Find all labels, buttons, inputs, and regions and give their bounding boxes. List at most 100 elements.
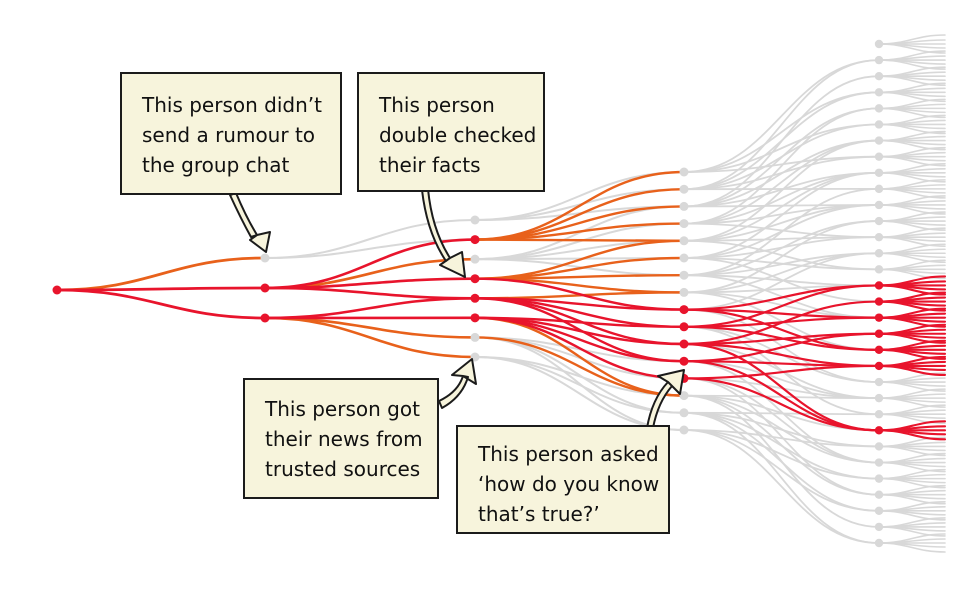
faded-branch: [683, 429, 880, 544]
arrow-group-chat: [229, 192, 271, 253]
faded-branch: [878, 188, 946, 199]
faded-branch: [878, 381, 946, 392]
faded-branch: [683, 411, 880, 416]
faded-branch: [683, 187, 880, 277]
person-node: [874, 506, 884, 516]
person-node: [679, 322, 689, 332]
faded-branch: [878, 171, 946, 183]
person-node: [470, 235, 480, 245]
faded-branch: [683, 429, 880, 480]
person-node: [874, 474, 884, 483]
spreading-branch: [877, 429, 947, 441]
spreading-branch: [682, 300, 881, 346]
spreading-branch: [877, 316, 947, 328]
person-node: [874, 345, 884, 355]
person-node: [470, 332, 480, 342]
spreading-branch: [877, 284, 947, 296]
callout-line: that’s true?’: [478, 502, 600, 526]
stopped-branch: [473, 205, 686, 241]
faded-branch: [878, 510, 946, 521]
faded-branch: [683, 222, 880, 239]
person-node: [874, 265, 884, 274]
faded-branch: [683, 139, 880, 225]
person-node: [874, 313, 884, 322]
stopped-branch: [473, 238, 686, 242]
person-node: [679, 219, 689, 229]
stopped-branch: [55, 256, 267, 292]
person-node: [874, 377, 884, 387]
spreading-branch: [877, 364, 947, 376]
faded-branch: [878, 397, 946, 408]
person-node: [874, 522, 884, 532]
person-node: [679, 201, 689, 211]
person-node: [874, 184, 884, 194]
person-node: [874, 168, 884, 177]
person-node: [679, 408, 689, 418]
faded-branch: [878, 461, 946, 473]
faded-branch: [878, 526, 946, 537]
callout-line: This person got: [265, 397, 420, 421]
person-node: [679, 391, 689, 401]
callout-line: This person: [379, 93, 495, 117]
callout-arrows: [229, 188, 685, 429]
person-node: [679, 305, 689, 315]
faded-branch: [683, 429, 880, 512]
person-node: [260, 253, 270, 263]
person-node: [470, 293, 480, 303]
faded-branch: [878, 477, 946, 489]
spreading-branch: [682, 284, 881, 328]
faded-branch: [878, 91, 946, 103]
spreading-branch: [682, 364, 881, 380]
faded-branch: [683, 220, 880, 277]
faded-branch: [878, 542, 946, 553]
faded-branch: [878, 107, 946, 119]
person-node: [874, 88, 884, 97]
person-node: [260, 313, 270, 323]
faded-branch: [683, 59, 880, 173]
faded-branch: [878, 139, 946, 151]
person-node: [679, 184, 689, 194]
person-node: [470, 313, 480, 323]
faded-branch: [878, 268, 946, 280]
person-node: [470, 215, 480, 225]
faded-branch: [683, 91, 880, 173]
person-node: [874, 104, 884, 113]
faded-branch: [683, 59, 880, 191]
faded-branch: [878, 413, 946, 425]
spreading-branches: [55, 238, 947, 441]
spreading-branch: [263, 238, 477, 290]
person-node: [874, 249, 884, 258]
faded-branch: [683, 429, 880, 448]
person-node: [874, 426, 884, 435]
person-node: [874, 410, 884, 419]
spreading-branch: [877, 300, 947, 312]
faded-branch: [683, 139, 880, 242]
faded-branch: [878, 204, 946, 215]
person-node: [874, 490, 884, 499]
stopped-branch: [473, 336, 686, 397]
person-node: [679, 425, 689, 435]
callout-asked: This person asked ‘how do you know that’…: [456, 425, 670, 534]
person-node: [874, 281, 884, 290]
callout-trusted-sources: This person got their news from trusted …: [243, 378, 439, 499]
person-node: [874, 458, 884, 467]
arrow-trusted-sources: [438, 358, 477, 409]
faded-branch: [878, 75, 946, 86]
spreading-branch: [682, 332, 881, 363]
spreading-branch: [877, 348, 947, 360]
person-node: [874, 200, 884, 210]
faded-branch: [878, 59, 946, 70]
callout-line: double checked: [379, 123, 537, 147]
person-node: [679, 270, 689, 280]
person-node: [874, 216, 884, 226]
spreading-branch: [263, 296, 477, 320]
spreading-branch: [682, 377, 881, 432]
person-node: [679, 253, 689, 263]
person-node: [874, 55, 884, 65]
person-node: [874, 442, 884, 451]
callout-line: the group chat: [142, 153, 290, 177]
arrow-asked: [646, 369, 685, 429]
spreading-branch: [263, 286, 477, 300]
person-node: [679, 356, 689, 366]
faded-branch: [683, 377, 880, 464]
